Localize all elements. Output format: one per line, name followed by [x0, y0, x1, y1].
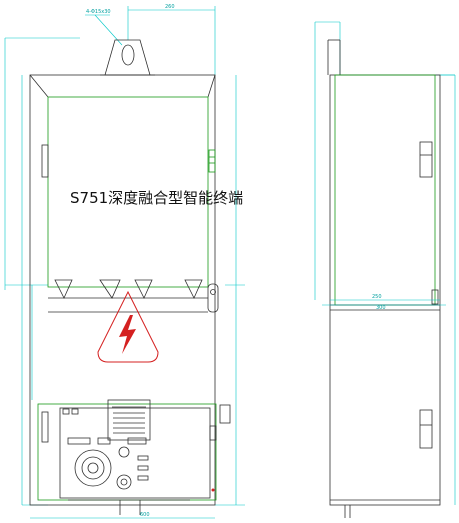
side-hinge-lower [419, 409, 433, 449]
side-hinge-upper [419, 141, 433, 178]
hinge-upper-left [41, 144, 49, 178]
side-view: 250 300 [314, 21, 456, 518]
indicator-lamp-icon [116, 446, 132, 490]
label-plate [107, 399, 151, 441]
high-voltage-warning-icon [97, 290, 159, 363]
lifting-lug-icon [100, 39, 155, 76]
front-bottom-width-label: 600 [140, 512, 150, 518]
device-title: S751深度融合型智能终端 [70, 189, 243, 207]
dial-knob-icon [74, 449, 112, 487]
front-view: 260 4-Φ15x30 [4, 4, 245, 519]
instrument-plate [59, 407, 211, 499]
side-body [329, 74, 441, 506]
label-text-rows [113, 412, 145, 434]
side-lower-width-label: 300 [376, 305, 386, 311]
top-dimension: 260 [127, 4, 216, 75]
upper-door [47, 96, 209, 288]
panel-latch [219, 404, 231, 424]
side-handle [207, 283, 219, 313]
hinge-lower-left [41, 411, 49, 443]
lug-callout-label: 4-Φ15x30 [86, 9, 111, 15]
side-upper-width-label: 250 [372, 294, 382, 300]
door-lock [208, 149, 216, 173]
cabinet-outline [29, 74, 216, 506]
top-width-label: 260 [165, 4, 175, 10]
